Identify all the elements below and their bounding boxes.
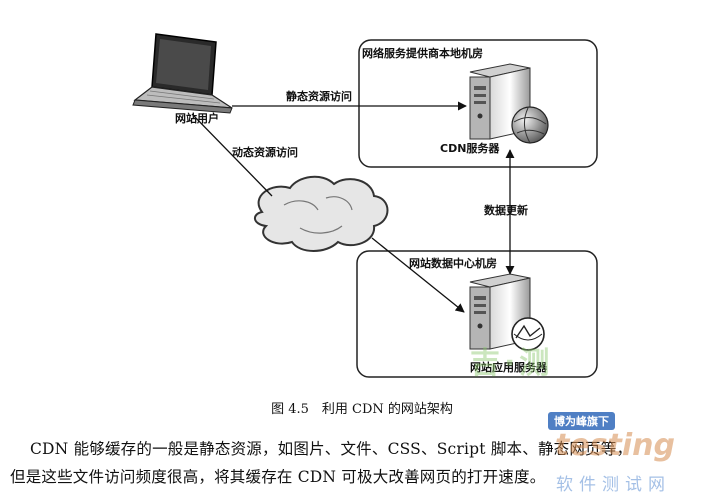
cloud-icon (254, 175, 389, 252)
dynamic-access-line-lower (371, 237, 465, 313)
figure-caption: 图 4.5 利用 CDN 的网站架构 (271, 402, 453, 417)
watermark-brand: testing (555, 428, 675, 463)
cdn-server-label: CDN服务器 (440, 141, 500, 155)
watermark-site: 软件测试网 (556, 475, 671, 495)
cdn-architecture-diagram: 网站用户 网络服务提供商本地机房 CDN服务器 网站数据中心机房 网站应用服务器 (132, 33, 598, 378)
isp-room-box (358, 39, 598, 168)
data-update-label: 数据更新 (484, 203, 528, 217)
center-room-label: 网站数据中心机房 (409, 256, 497, 270)
dynamic-access-line-upper (191, 113, 273, 197)
isp-room-label: 网络服务提供商本地机房 (362, 46, 483, 60)
user-label: 网站用户 (175, 111, 219, 125)
paragraph-line-1: CDN 能够缓存的一般是静态资源，如图片、文件、CSS、Script 脚本、静态… (30, 440, 633, 458)
globe-icon (511, 106, 549, 144)
center-room-box (356, 250, 598, 378)
paragraph-line-2: 但是这些文件访问频度很高，将其缓存在 CDN 可极大改善网页的打开速度。 (10, 468, 546, 486)
watermark-badge: 博为峰旗下 (548, 412, 615, 430)
static-access-label: 静态资源访问 (286, 89, 352, 103)
green-watermark-logo: 吉·测 (470, 346, 554, 381)
dynamic-access-label: 动态资源访问 (232, 145, 298, 159)
laptop-icon (132, 33, 233, 114)
app-server-label: 网站应用服务器 (470, 360, 548, 374)
web-app-icon (511, 317, 545, 351)
